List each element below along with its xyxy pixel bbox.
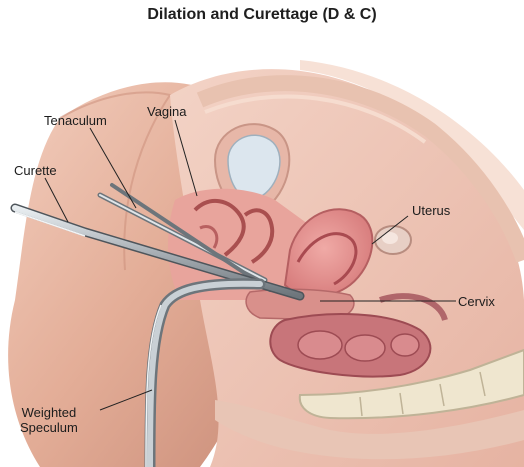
ovary bbox=[375, 226, 411, 254]
label-weighted-speculum: Weighted Speculum bbox=[20, 405, 78, 435]
label-tenaculum: Tenaculum bbox=[44, 113, 107, 128]
label-cervix: Cervix bbox=[458, 294, 495, 309]
label-curette: Curette bbox=[14, 163, 57, 178]
page-title: Dilation and Curettage (D & C) bbox=[0, 6, 524, 24]
label-weighted: Weighted bbox=[20, 405, 78, 420]
label-speculum: Speculum bbox=[20, 420, 78, 435]
label-vagina: Vagina bbox=[147, 104, 187, 119]
label-uterus: Uterus bbox=[412, 203, 450, 218]
